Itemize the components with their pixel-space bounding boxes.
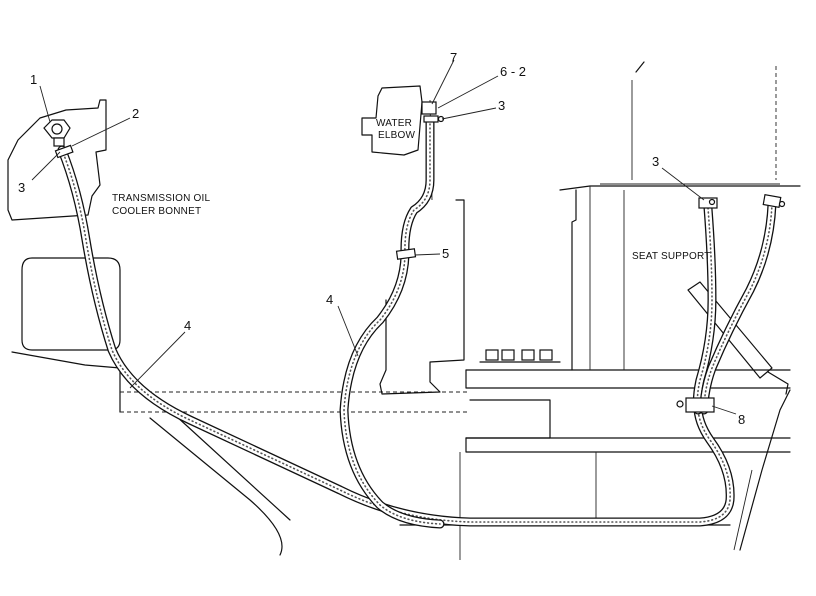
fitting-1 — [43, 119, 71, 147]
bolt-row — [479, 349, 561, 363]
callout-numbers: 1 2 3 7 6 - 2 3 3 5 4 4 8 — [18, 50, 745, 427]
clamp-3-elbow — [423, 115, 439, 123]
fitting-right — [762, 193, 782, 209]
cooler-bonnet-outline — [7, 99, 107, 221]
seat-support-outline — [559, 185, 801, 191]
callout-4-center: 4 — [326, 292, 333, 307]
water-elbow-outline — [361, 85, 423, 156]
hose-4-center — [339, 115, 445, 529]
callout-3-right: 3 — [652, 154, 659, 169]
label-water-elbow-2: ELBOW — [378, 130, 415, 141]
hoses — [57, 115, 777, 529]
hose-right-b — [699, 199, 777, 415]
clamp-8 — [676, 397, 715, 413]
callout-1: 1 — [30, 72, 37, 87]
structure-lines — [7, 61, 801, 560]
callout-2: 2 — [132, 106, 139, 121]
label-transmission-1: TRANSMISSION OIL — [112, 193, 210, 204]
callout-7: 7 — [450, 50, 457, 65]
callout-8: 8 — [738, 412, 745, 427]
clamp-3-right — [698, 197, 718, 209]
label-water-elbow-1: WATER — [376, 118, 412, 129]
label-seat-support: SEAT SUPPORT — [632, 251, 711, 262]
clamp-3-left — [54, 144, 74, 159]
connector-5 — [395, 248, 417, 260]
fitting-7 — [421, 101, 437, 115]
callout-3-left: 3 — [18, 180, 25, 195]
callout-4-left: 4 — [184, 318, 191, 333]
leader-lines — [31, 59, 737, 415]
callout-5: 5 — [442, 246, 449, 261]
callout-3-elbow: 3 — [498, 98, 505, 113]
text-labels: TRANSMISSION OIL COOLER BONNET WATER ELB… — [112, 118, 711, 262]
fittings — [43, 101, 786, 413]
callout-6-2: 6 - 2 — [500, 64, 526, 79]
hose-4-left — [57, 145, 735, 527]
label-transmission-2: COOLER BONNET — [112, 206, 201, 217]
hose-right-a — [692, 203, 717, 415]
